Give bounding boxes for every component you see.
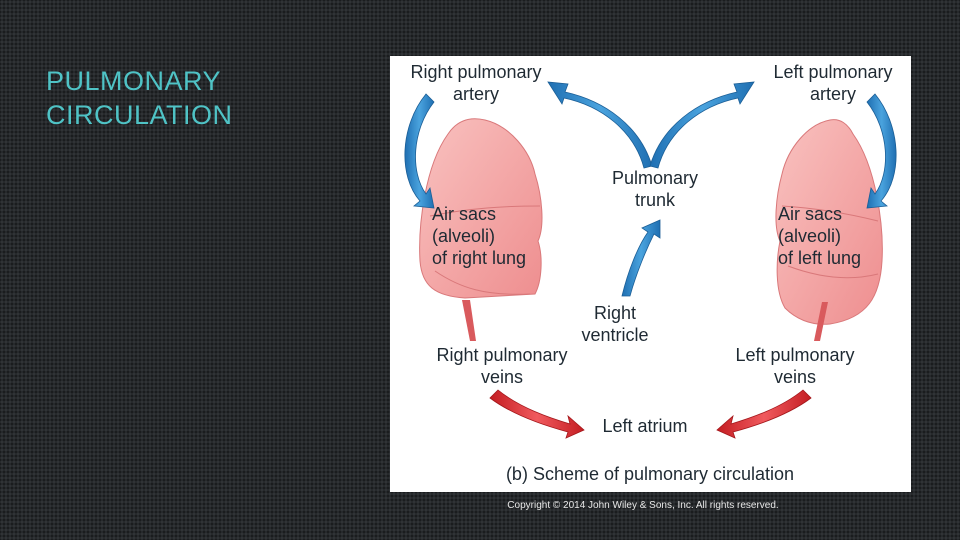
copyright-notice: Copyright © 2014 John Wiley & Sons, Inc.…: [507, 500, 779, 511]
label-right-pulmonary-artery: Right pulmonary artery: [410, 62, 542, 104]
slide-title-line-2: CIRCULATION: [46, 100, 233, 130]
label-right-pulmonary-veins: Right pulmonary veins: [436, 345, 568, 387]
slide-title: PULMONARY CIRCULATION: [46, 64, 346, 132]
label-left-pulmonary-veins: Left pulmonary veins: [735, 345, 855, 387]
diagram-graphics: [404, 81, 897, 439]
right-veins-arrow: [489, 389, 585, 439]
label-pulmonary-trunk: Pulmonary trunk: [611, 168, 699, 210]
label-left-atrium: Left atrium: [602, 416, 688, 436]
label-left-lung-air-sacs: Air sacs (alveoli) of left lung: [778, 204, 862, 268]
label-left-pulmonary-artery: Left pulmonary artery: [773, 62, 893, 104]
slide-title-line-1: PULMONARY: [46, 66, 222, 96]
pulmonary-circulation-diagram: Right pulmonary artery Left pulmonary ar…: [390, 56, 911, 492]
right-lung: [419, 118, 543, 341]
diagram-caption: (b) Scheme of pulmonary circulation: [505, 464, 795, 484]
left-lung: [775, 119, 883, 341]
right-artery-arrow: [404, 93, 435, 209]
right-ventricle-arrow: [621, 219, 661, 297]
left-veins-arrow: [716, 389, 812, 439]
label-right-ventricle: Right ventricle: [581, 303, 649, 345]
pulmonary-trunk-arrows: [547, 81, 755, 169]
left-artery-arrow: [866, 93, 897, 209]
label-right-lung-air-sacs: Air sacs (alveoli) of right lung: [432, 204, 527, 268]
